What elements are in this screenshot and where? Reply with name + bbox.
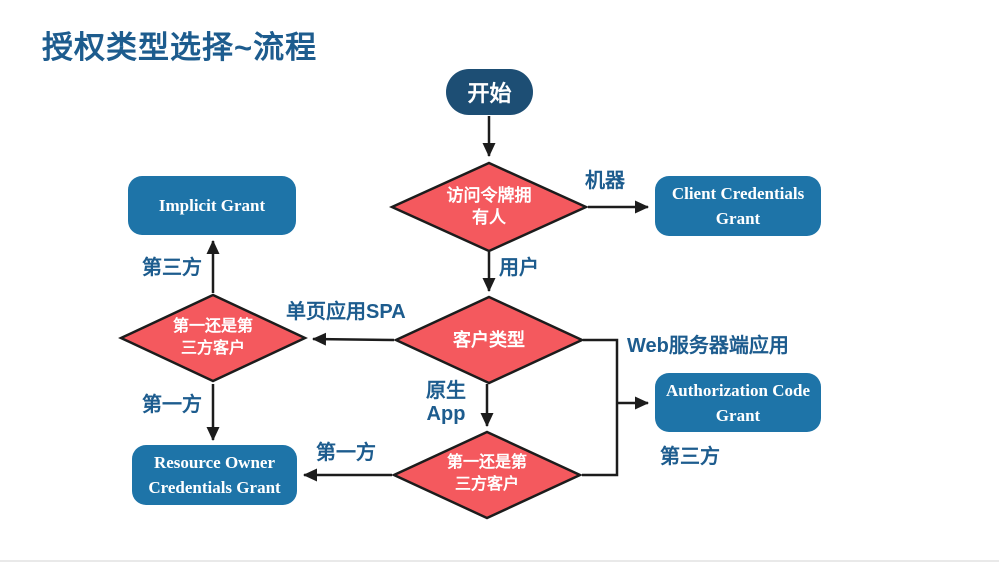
edge-label-first-party-left: 第一方: [142, 394, 202, 416]
start-node: 开始: [446, 69, 533, 115]
edge-label-third-party-top: 第三方: [142, 257, 202, 279]
authorization-code-grant-label: Authorization Code Grant: [665, 380, 811, 425]
edge-label-spa: 单页应用SPA: [286, 301, 406, 323]
slide-bottom-edge: [0, 560, 999, 562]
edge-label-first-party-bottom: 第一方: [316, 442, 376, 464]
node-implicit-grant: Implicit Grant: [128, 176, 296, 235]
decision-token-owner-shape: [388, 161, 590, 253]
node-client-credentials-grant: Client Credentials Grant: [655, 176, 821, 236]
edge-label-machine: 机器: [585, 170, 625, 192]
decision-client-type-shape: [393, 295, 585, 385]
decision-first-or-third-native-shape: [391, 430, 583, 520]
edge-label-third-party-bottom: 第三方: [660, 446, 720, 468]
edge-client-type-to-spa-decision: [312, 332, 395, 346]
page-title: 授权类型选择~流程: [42, 30, 318, 65]
edge-label-user: 用户: [499, 257, 539, 279]
edge-shared-vertical-to-auth-code: [582, 338, 619, 477]
client-credentials-grant-label: Client Credentials Grant: [671, 184, 805, 228]
resource-owner-credentials-grant-label: Resource Owner Credentials Grant: [148, 453, 281, 497]
implicit-grant-label: Implicit Grant: [158, 196, 266, 215]
node-resource-owner-credentials-grant: Resource Owner Credentials Grant: [132, 445, 297, 505]
start-node-label: 开始: [467, 81, 512, 106]
edge-label-native-app: 原生 App: [426, 380, 466, 425]
edge-label-web-server: Web服务器端应用: [627, 335, 789, 357]
node-authorization-code-grant: Authorization Code Grant: [655, 373, 821, 432]
decision-first-or-third-spa-shape: [118, 293, 308, 383]
